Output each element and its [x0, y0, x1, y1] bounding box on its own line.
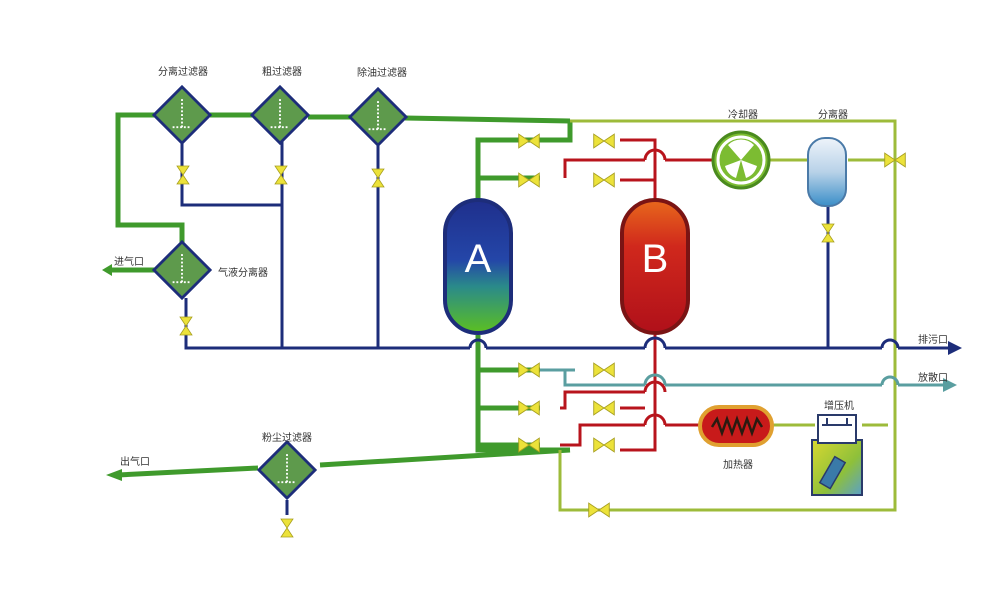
dust-filter-label: 粉尘过滤器	[262, 433, 312, 444]
olive-return-lines	[558, 119, 897, 512]
tower-a-label: A	[465, 237, 492, 281]
gas-liquid-separator-label: 气液分离器	[218, 268, 268, 279]
valve-icon	[518, 362, 540, 378]
coarse-filter-icon	[250, 85, 310, 145]
valve-icon	[371, 168, 385, 188]
green-gas-lines	[110, 112, 573, 478]
valve-icon	[518, 133, 540, 149]
valve-icon	[588, 502, 610, 518]
inlet-arrow-icon	[102, 264, 112, 276]
drain-label: 排污口	[918, 335, 948, 346]
valve-icon	[179, 316, 193, 336]
heater-icon	[698, 405, 774, 447]
separator-icon	[807, 137, 847, 207]
oil-removal-filter-icon	[348, 87, 408, 147]
separation-filter-label: 分离过滤器	[158, 67, 208, 78]
red-heat-lines	[560, 138, 712, 452]
tower-b-label: B	[642, 237, 669, 281]
drain-arrow-icon	[948, 341, 962, 355]
cooler-icon	[711, 130, 771, 190]
valve-icon	[593, 362, 615, 378]
teal-vent-lines	[540, 368, 945, 387]
valve-icon	[593, 400, 615, 416]
pipe-crossovers	[468, 148, 900, 426]
valve-icon	[518, 172, 540, 188]
valve-icon	[593, 133, 615, 149]
heater-label: 加热器	[723, 460, 753, 471]
valve-icon	[821, 223, 835, 243]
valve-icon	[280, 518, 294, 538]
gas-liquid-separator-icon	[152, 240, 212, 300]
inlet-label: 进气口	[114, 257, 144, 268]
separation-filter-icon	[152, 85, 212, 145]
adsorption-tower-a: A	[443, 198, 513, 335]
valve-icon	[274, 165, 288, 185]
adsorption-tower-b: B	[620, 198, 690, 335]
valve-icon	[593, 172, 615, 188]
dust-filter-icon	[257, 440, 317, 500]
cooler-label: 冷却器	[728, 110, 758, 121]
outlet-label: 出气口	[120, 457, 150, 468]
valve-icon	[518, 400, 540, 416]
outlet-arrow-icon	[106, 469, 122, 481]
compressor-label: 增压机	[824, 401, 854, 412]
separator-label: 分离器	[818, 110, 848, 121]
coarse-filter-label: 粗过滤器	[262, 67, 302, 78]
vent-arrow-icon	[943, 378, 957, 392]
compressor-icon	[811, 414, 863, 496]
valve-icon	[593, 437, 615, 453]
vent-label: 放散口	[918, 373, 948, 384]
valve-icon	[176, 165, 190, 185]
oil-removal-filter-label: 除油过滤器	[357, 68, 407, 79]
